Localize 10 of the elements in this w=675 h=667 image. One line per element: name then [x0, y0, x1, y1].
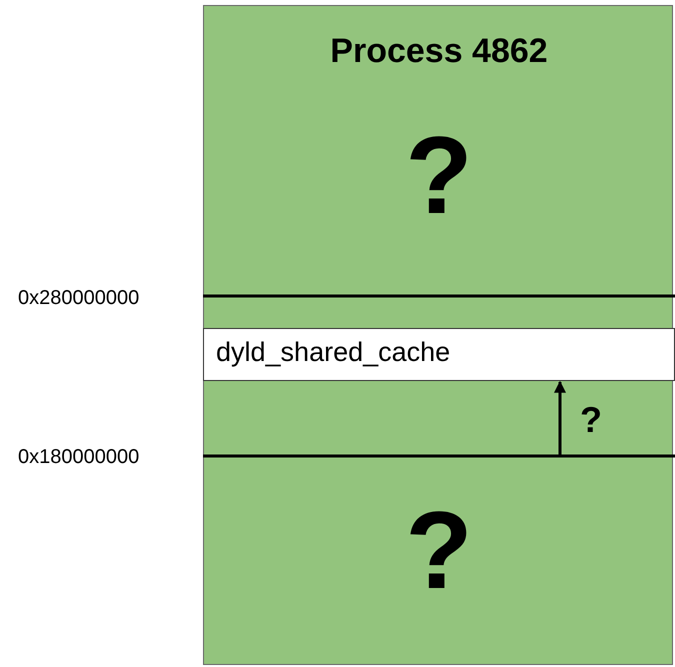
- segment-label: dyld_shared_cache: [216, 339, 452, 366]
- question-mark: ?: [404, 496, 474, 606]
- arrow: [554, 380, 566, 455]
- edge-label: ?: [580, 402, 602, 438]
- address-label: 0x280000000: [18, 286, 140, 310]
- address-label: 0x180000000: [18, 445, 140, 469]
- question-mark: ?: [404, 121, 474, 231]
- memory-segment-box: [203, 328, 675, 381]
- region-title: Process 4862: [329, 34, 549, 68]
- process-memory-region: [203, 5, 673, 665]
